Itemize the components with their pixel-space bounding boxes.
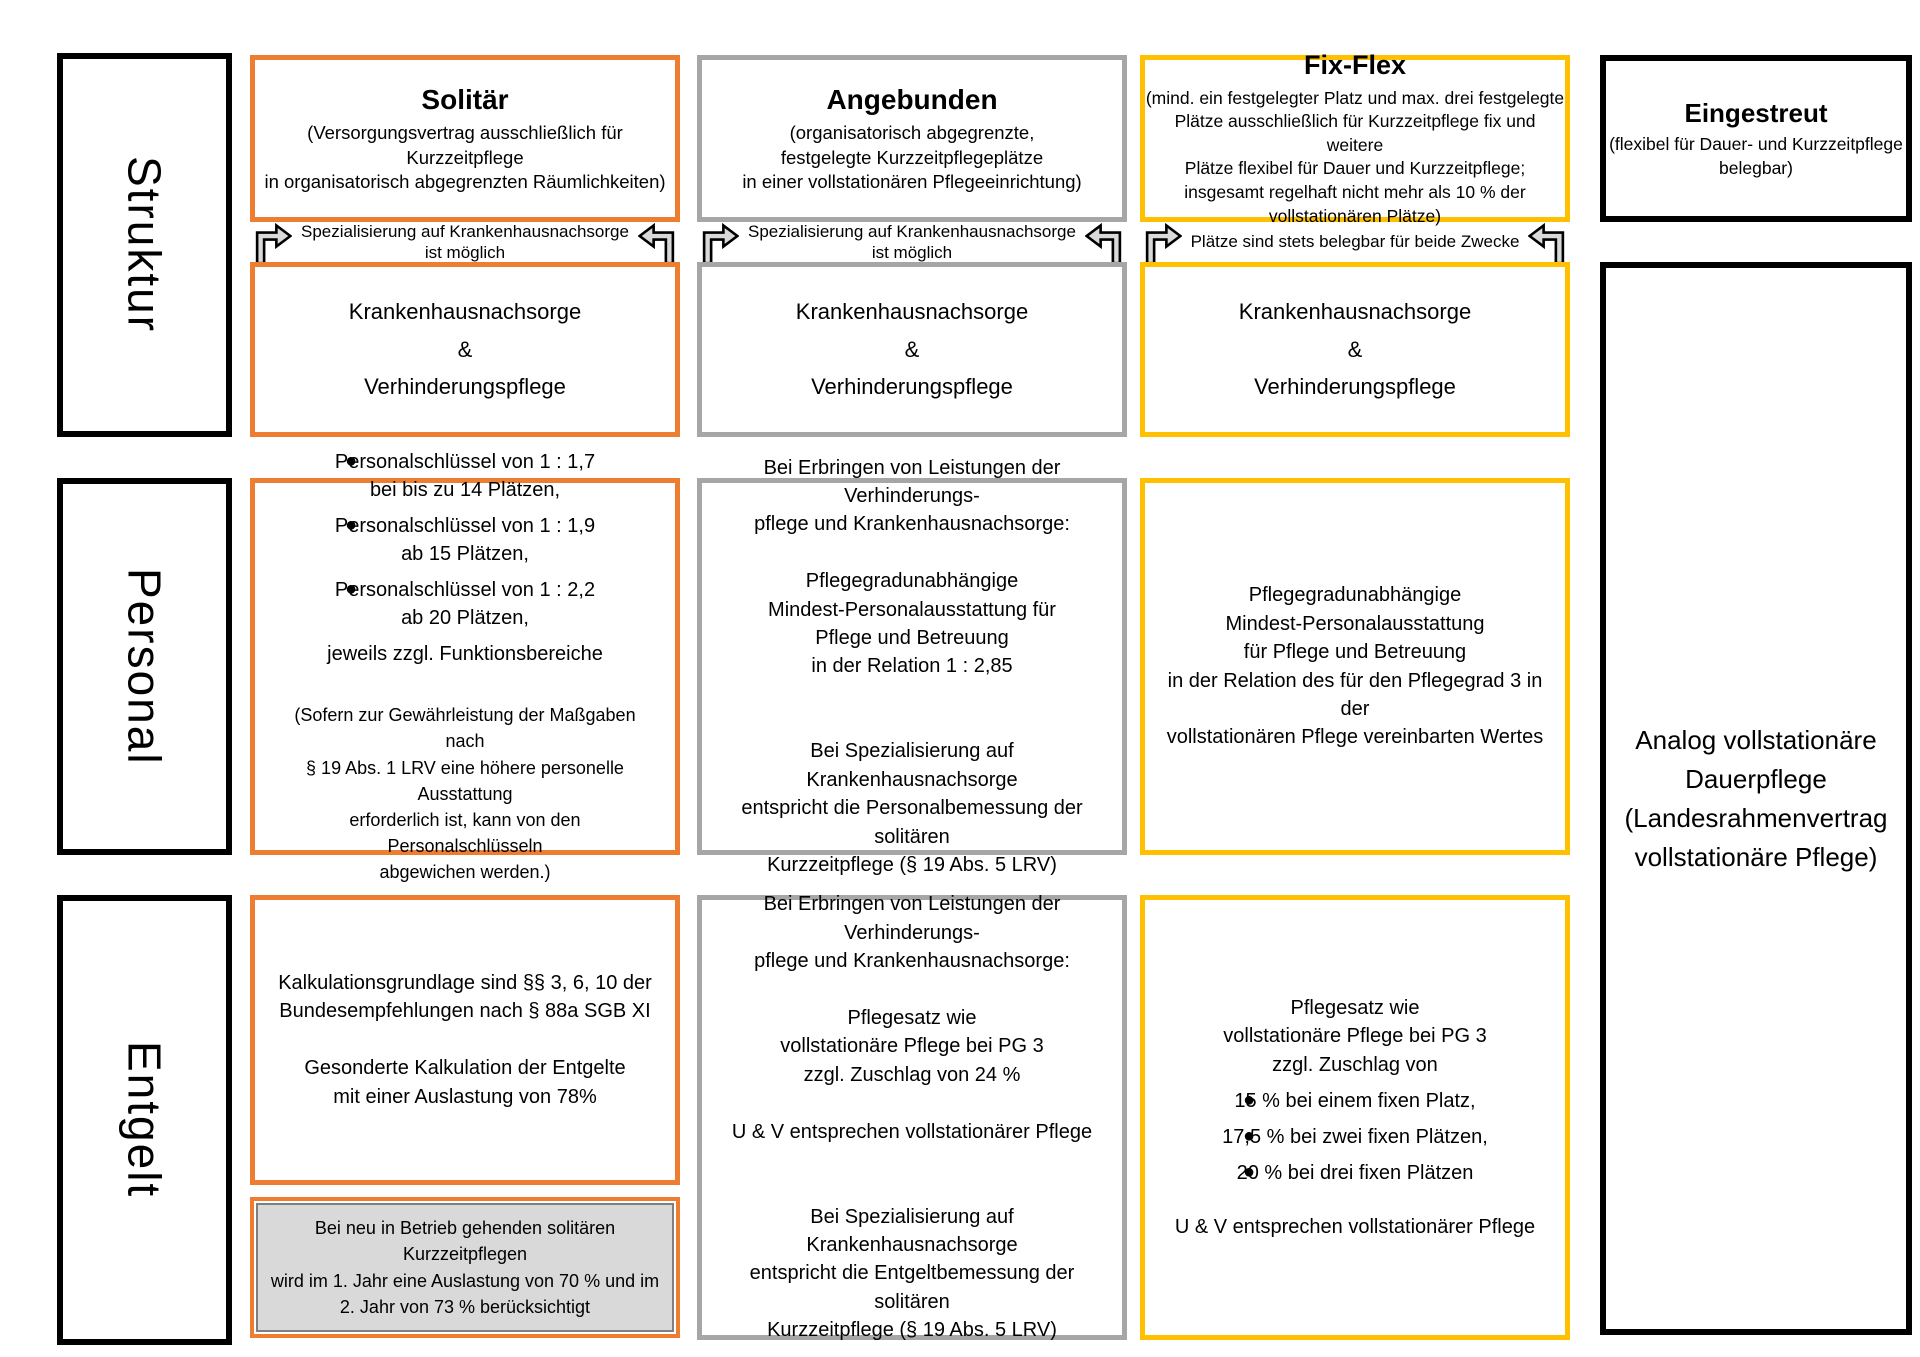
row-label-entgelt: Entgelt <box>57 895 232 1345</box>
solitaer-personal-box: ● Personalschlüssel von 1 : 1,7 bei bis z… <box>250 450 680 882</box>
fixflex-entgelt-suffix: U & V entsprechen vollstationärer Pflege <box>1174 1215 1536 1238</box>
eingestreut-body-box: Analog vollstationäre Dauerpflege (Lande… <box>1600 262 1912 1335</box>
angebunden-entgelt-text: Bei Erbringen von Leistungen der Verhind… <box>731 893 1093 1342</box>
fixflex-entgelt-list: ● 15 % bei einem fixen Platz, ● 17,5 % b… <box>1159 1087 1551 1195</box>
eingestreut-title: Eingestreut <box>1684 97 1828 128</box>
solitaer-struktur-text: Krankenhausnachsorge & Verhinderungspfle… <box>348 299 582 400</box>
list-item: ● Personalschlüssel von 1 : 1,9 ab 15 Plä… <box>273 512 657 568</box>
fixflex-personal-box: Pflegegradunabhängige Mindest-Personalau… <box>1140 478 1570 855</box>
bullet-icon: ● <box>1243 1160 1256 1183</box>
bullet-line2: bei bis zu 14 Plätzen, <box>369 478 561 501</box>
bullet-line2: ab 20 Plätzen, <box>401 606 529 629</box>
solitaer-personal-list: ● Personalschlüssel von 1 : 1,7 bei bis z… <box>273 448 657 640</box>
angebunden-subtitle: (organisatorisch abgegrenzte, festgelegt… <box>742 121 1082 193</box>
fixflex-struktur-text: Krankenhausnachsorge & Verhinderungspfle… <box>1238 299 1472 400</box>
bullet-icon: ● <box>345 513 358 536</box>
solitaer-band-text: Spezialisierung auf Krankenhausnachsorge… <box>301 221 629 262</box>
eingestreut-subtitle: (flexibel für Dauer- und Kurzzeitpflege … <box>1609 134 1903 178</box>
bent-arrow-left-icon <box>638 222 675 264</box>
bullet-line: 17,5 % bei zwei fixen Plätzen, <box>1222 1125 1488 1148</box>
fixflex-entgelt-box: Pflegesatz wie vollstationäre Pflege bei… <box>1140 895 1570 1340</box>
angebunden-band: Spezialisierung auf Krankenhausnachsorge… <box>697 221 1127 264</box>
bullet-line1: Personalschlüssel von 1 : 1,9 <box>334 514 596 537</box>
list-item: ● Personalschlüssel von 1 : 2,2 ab 20 Plä… <box>273 576 657 632</box>
row-label-entgelt-text: Entgelt <box>118 1041 171 1199</box>
solitaer-struktur-box: Krankenhausnachsorge & Verhinderungspfle… <box>250 262 680 437</box>
angebunden-band-text: Spezialisierung auf Krankenhausnachsorge… <box>748 221 1076 262</box>
bullet-icon: ● <box>1243 1124 1256 1147</box>
bullet-icon: ● <box>1243 1088 1256 1111</box>
solitaer-title: Solitär <box>421 83 509 115</box>
solitaer-header-box: Solitär (Versorgungsvertrag ausschließli… <box>250 55 680 222</box>
angebunden-struktur-box: Krankenhausnachsorge & Verhinderungspfle… <box>697 262 1127 437</box>
solitaer-entgelt-box: Kalkulationsgrundlage sind §§ 3, 6, 10 d… <box>250 895 680 1185</box>
fixflex-band: Plätze sind stets belegbar für beide Zwe… <box>1140 222 1570 264</box>
bent-arrow-right-icon <box>255 222 292 264</box>
angebunden-personal-box: Bei Erbringen von Leistungen der Verhind… <box>697 457 1127 876</box>
list-item: ● 15 % bei einem fixen Platz, <box>1159 1087 1551 1115</box>
bullet-line1: Personalschlüssel von 1 : 2,2 <box>334 578 596 601</box>
list-item: ● 17,5 % bei zwei fixen Plätzen, <box>1159 1123 1551 1151</box>
angebunden-title: Angebunden <box>826 83 998 115</box>
angebunden-entgelt-box: Bei Erbringen von Leistungen der Verhind… <box>697 893 1127 1341</box>
fixflex-title: Fix-Flex <box>1303 49 1407 80</box>
angebunden-header-box: Angebunden (organisatorisch abgegrenzte,… <box>697 55 1127 222</box>
angebunden-struktur-text: Krankenhausnachsorge & Verhinderungspfle… <box>795 299 1029 400</box>
solitaer-entgelt-note-text: Bei neu in Betrieb gehenden solitären Ku… <box>270 1218 660 1317</box>
bent-arrow-right-icon <box>1145 222 1182 264</box>
fixflex-subtitle: (mind. ein festgelegter Platz und max. d… <box>1145 87 1565 226</box>
list-item: ● 20 % bei drei fixen Plätzen <box>1159 1159 1551 1187</box>
eingestreut-header-box: Eingestreut (flexibel für Dauer- und Kur… <box>1600 55 1912 222</box>
solitaer-personal-note: (Sofern zur Gewährleistung der Maßgaben … <box>294 705 636 882</box>
fixflex-header-box: Fix-Flex (mind. ein festgelegter Platz u… <box>1140 50 1570 226</box>
row-label-struktur-text: Struktur <box>118 156 171 334</box>
bent-arrow-right-icon <box>702 222 739 264</box>
list-item: ● Personalschlüssel von 1 : 1,7 bei bis z… <box>273 448 657 504</box>
row-label-struktur: Struktur <box>57 53 232 437</box>
solitaer-entgelt-text: Kalkulationsgrundlage sind §§ 3, 6, 10 d… <box>278 972 652 1108</box>
fixflex-personal-text: Pflegegradunabhängige Mindest-Personalau… <box>1166 584 1544 749</box>
solitaer-entgelt-note-box: Bei neu in Betrieb gehenden solitären Ku… <box>250 1197 680 1338</box>
bullet-line1: Personalschlüssel von 1 : 1,7 <box>334 450 596 473</box>
row-label-personal: Personal <box>57 478 232 855</box>
bullet-line: 15 % bei einem fixen Platz, <box>1234 1089 1476 1112</box>
fixflex-entgelt-intro: Pflegesatz wie vollstationäre Pflege bei… <box>1223 996 1487 1076</box>
bent-arrow-left-icon <box>1085 222 1122 264</box>
bullet-icon: ● <box>345 577 358 600</box>
fixflex-struktur-box: Krankenhausnachsorge & Verhinderungspfle… <box>1140 262 1570 437</box>
row-label-personal-text: Personal <box>118 567 171 766</box>
solitaer-personal-suffix: jeweils zzgl. Funktionsbereiche <box>327 642 603 665</box>
bullet-line: 20 % bei drei fixen Plätzen <box>1236 1161 1474 1184</box>
solitaer-subtitle: (Versorgungsvertrag ausschließlich für K… <box>264 121 666 193</box>
angebunden-personal-text: Bei Erbringen von Leistungen der Verhind… <box>741 456 1083 877</box>
bent-arrow-left-icon <box>1528 222 1565 264</box>
eingestreut-body-text: Analog vollstationäre Dauerpflege (Lande… <box>1624 724 1888 872</box>
fixflex-band-text: Plätze sind stets belegbar für beide Zwe… <box>1190 232 1520 252</box>
bullet-icon: ● <box>345 449 358 472</box>
bullet-line2: ab 15 Plätzen, <box>401 542 529 565</box>
solitaer-band: Spezialisierung auf Krankenhausnachsorge… <box>250 221 680 264</box>
